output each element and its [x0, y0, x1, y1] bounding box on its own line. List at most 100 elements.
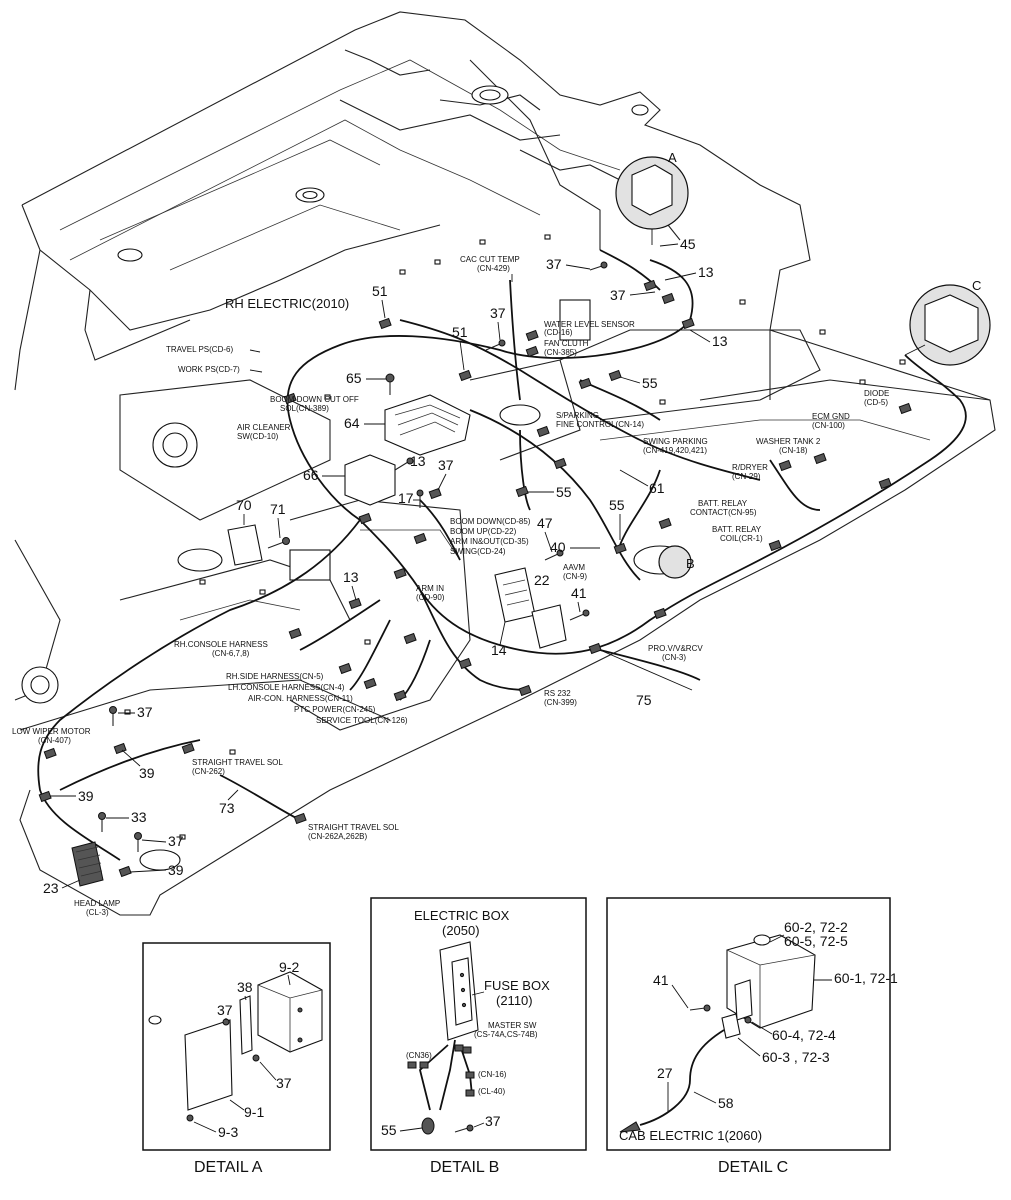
- callout-low-wiper-motor: LOW WIPER MOTOR (CN-407): [12, 727, 91, 745]
- circle-label-b: B: [686, 556, 695, 571]
- svg-text:70: 70: [236, 497, 252, 513]
- part-number: 33: [106, 809, 147, 825]
- part-number: 55: [619, 375, 658, 391]
- callout-boom-down-cut-off: BOOM DOWN CUT OFF SOL(CN-389): [270, 395, 359, 413]
- connector: [898, 402, 912, 415]
- head-lamp: [71, 841, 104, 887]
- part-number: 75: [599, 649, 693, 708]
- svg-text:TRAVEL PS(CD-6): TRAVEL PS(CD-6): [166, 345, 233, 354]
- svg-text:(CN-407): (CN-407): [38, 736, 71, 745]
- callout-air-con-harness: AIR-CON. HARNESS(CN-11): [248, 694, 353, 703]
- connector: [338, 662, 352, 675]
- callout-rh-console-harness: RH.CONSOLE HARNESS (CN-6,7,8): [174, 640, 268, 658]
- connector: [608, 369, 622, 382]
- svg-text:(CD-16): (CD-16): [544, 328, 573, 337]
- svg-text:66: 66: [303, 467, 319, 483]
- detail-c-frame: [606, 897, 891, 1151]
- rh-electric-harness: [37, 249, 967, 861]
- svg-text:37: 37: [168, 833, 184, 849]
- svg-text:(CD-5): (CD-5): [864, 398, 888, 407]
- svg-text:39: 39: [168, 862, 184, 878]
- connector: [118, 865, 132, 878]
- connector: [288, 627, 302, 640]
- connectors: [38, 279, 912, 878]
- connector: [518, 684, 532, 697]
- svg-text:BOOM DOWN(CD-85): BOOM DOWN(CD-85): [450, 517, 531, 526]
- svg-text:COIL(CR-1): COIL(CR-1): [720, 534, 763, 543]
- svg-text:41: 41: [571, 585, 587, 601]
- callout-batt-relay-coil: BATT. RELAY COIL(CR-1): [712, 525, 763, 543]
- svg-text:(CN-419,420,421): (CN-419,420,421): [643, 446, 707, 455]
- svg-text:BATT. RELAY: BATT. RELAY: [712, 525, 762, 534]
- callout-rh-side-harness: RH.SIDE HARNESS(CN-5): [226, 672, 324, 681]
- bolt: [589, 261, 608, 271]
- callout-ptc-power: PTC POWER(CN-245): [294, 705, 376, 714]
- detail-a-caption: DETAIL A: [194, 1159, 263, 1176]
- svg-text:13: 13: [410, 453, 426, 469]
- part-number: 17: [398, 490, 420, 506]
- detail-a-part-9-1: 9-1: [244, 1104, 264, 1120]
- svg-text:75: 75: [636, 692, 652, 708]
- svg-text:14: 14: [491, 642, 507, 658]
- connector: [43, 747, 57, 760]
- svg-text:(CN-3): (CN-3): [662, 653, 686, 662]
- svg-text:STRAIGHT TRAVEL SOL: STRAIGHT TRAVEL SOL: [192, 758, 283, 767]
- part-number: 66: [303, 467, 345, 483]
- svg-text:(CN-9): (CN-9): [563, 572, 587, 581]
- svg-text:DIODE: DIODE: [864, 389, 889, 398]
- detail-c-part-41: 41: [653, 972, 669, 988]
- svg-text:(CL-3): (CL-3): [86, 908, 109, 917]
- detail-b-electric-box: ELECTRIC BOX: [414, 908, 510, 923]
- svg-text:SWING(CD-24): SWING(CD-24): [450, 547, 506, 556]
- callout-water-level-sensor: WATER LEVEL SENSOR (CD-16): [544, 320, 635, 337]
- part-number: 13: [689, 329, 728, 349]
- connector: [578, 377, 592, 390]
- callout-fan-clutch: FAN CLUTH (CN-385): [544, 339, 589, 357]
- part-number: 37: [141, 833, 184, 849]
- svg-text:(CN-262A,262B): (CN-262A,262B): [308, 832, 367, 841]
- svg-text:FAN CLUTH: FAN CLUTH: [544, 339, 589, 348]
- svg-text:R/DRYER: R/DRYER: [732, 463, 768, 472]
- svg-text:61: 61: [649, 480, 665, 496]
- callout-s-parking: S/PARKING FINE CONTROL(CN-14): [556, 411, 644, 429]
- svg-text:PRO.V/V&RCV: PRO.V/V&RCV: [648, 644, 703, 653]
- detail-a-part-9-2: 9-2: [279, 959, 299, 975]
- connector: [813, 452, 827, 465]
- svg-text:23: 23: [43, 880, 59, 896]
- callout-travel-ps: TRAVEL PS(CD-6): [166, 345, 261, 354]
- connector: [553, 457, 567, 470]
- callout-straight-travel-sol-262: STRAIGHT TRAVEL SOL (CN-262): [192, 758, 283, 776]
- detail-b-master-sw-code: (CS-74A,CS-74B): [474, 1030, 538, 1039]
- svg-text:STRAIGHT TRAVEL SOL: STRAIGHT TRAVEL SOL: [308, 823, 399, 832]
- part-number: 51: [452, 324, 468, 371]
- circle-label-c: C: [972, 278, 981, 293]
- svg-text:37: 37: [490, 305, 506, 321]
- connector: [293, 812, 307, 825]
- module-22: [494, 567, 536, 623]
- detail-b-frame: [370, 897, 587, 1151]
- part-number: 39: [50, 788, 94, 804]
- svg-text:37: 37: [438, 457, 454, 473]
- svg-text:(CN-429): (CN-429): [477, 264, 510, 273]
- part-number: 65: [346, 370, 386, 386]
- svg-text:64: 64: [344, 415, 360, 431]
- svg-text:55: 55: [642, 375, 658, 391]
- detail-b-connector-cn36: (CN36): [406, 1051, 432, 1060]
- callout-aavm: AAVM (CN-9): [563, 563, 587, 581]
- circle-label-a: A: [668, 150, 677, 165]
- callout-lh-console-harness: LH.CONSOLE HARNESS(CN-4): [228, 683, 345, 692]
- callout-straight-travel-sol-262ab: STRAIGHT TRAVEL SOL (CN-262A,262B): [308, 823, 399, 841]
- bolt: [544, 549, 564, 561]
- detail-a: 9-2 38 37 37 9-1 9-3 DETAIL A: [142, 942, 331, 1176]
- svg-text:ECM GND: ECM GND: [812, 412, 850, 421]
- main-labels: A B C RH ELECTRIC(2010) CAC CUT TEMP (CN…: [12, 150, 981, 917]
- bolts: [98, 261, 608, 852]
- svg-text:13: 13: [343, 569, 359, 585]
- connector: [378, 317, 392, 330]
- callout-head-lamp: HEAD LAMP (CL-3): [74, 899, 120, 917]
- svg-text:37: 37: [610, 287, 626, 303]
- svg-text:SERVICE TOOL(CN-126): SERVICE TOOL(CN-126): [316, 716, 408, 725]
- connector: [363, 677, 377, 690]
- svg-text:(CN-6,7,8): (CN-6,7,8): [212, 649, 250, 658]
- svg-text:PTC POWER(CN-245): PTC POWER(CN-245): [294, 705, 376, 714]
